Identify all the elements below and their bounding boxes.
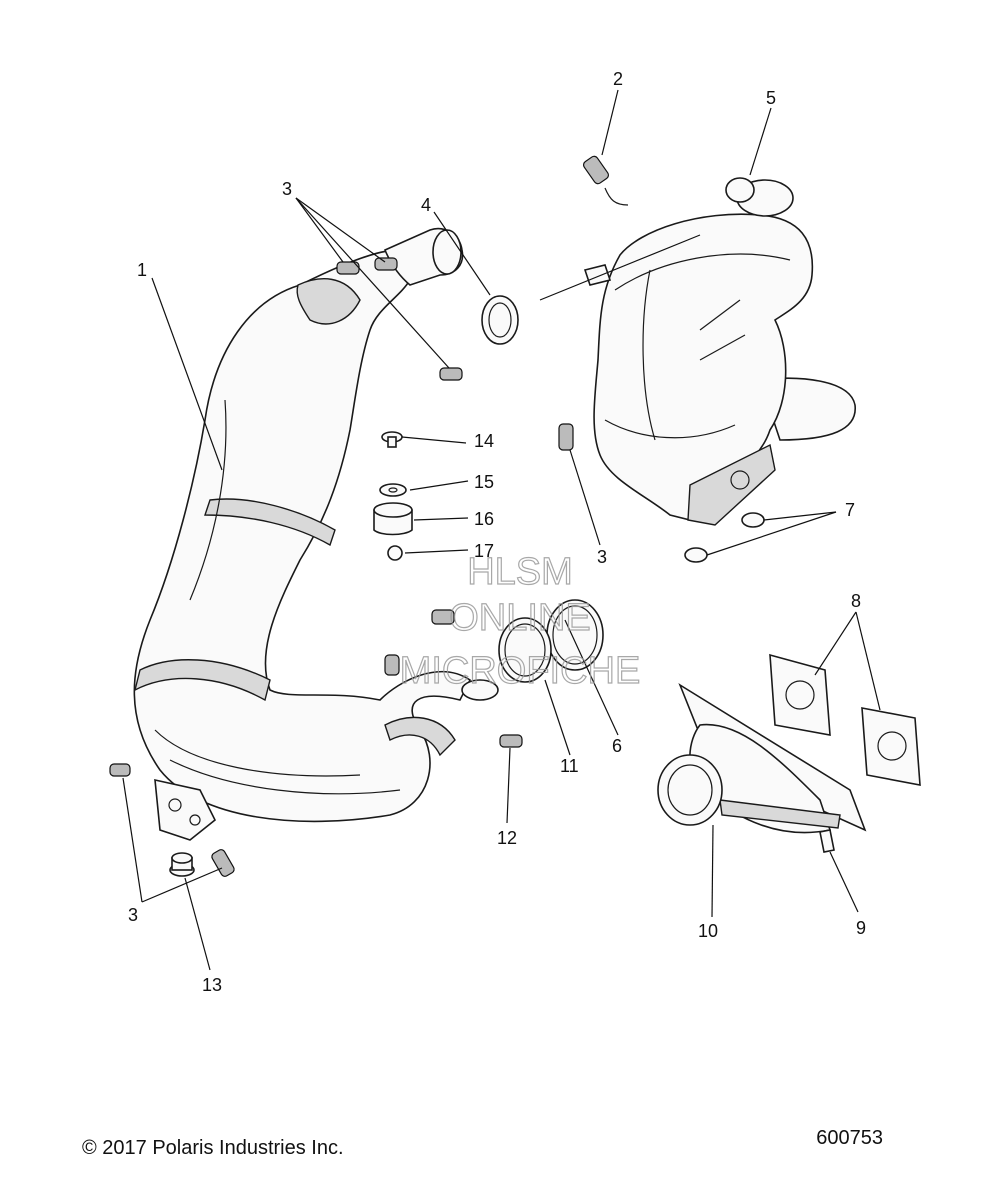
callout-5: 5 xyxy=(766,88,776,108)
callout-2: 2 xyxy=(613,69,623,89)
watermark-line-1: HLSM xyxy=(467,551,573,593)
grommets-part-7 xyxy=(684,512,765,563)
callout-3-bottom: 3 xyxy=(128,905,138,925)
watermark-line-3: MICROFICHE xyxy=(400,650,641,692)
watermark: HLSM ONLINE MICROFICHE xyxy=(399,550,641,692)
callout-9: 9 xyxy=(856,918,866,938)
muffler-part-5 xyxy=(583,177,856,526)
callout-13: 13 xyxy=(202,975,222,995)
callout-6: 6 xyxy=(612,736,622,756)
exhaust-manifold-part-10 xyxy=(657,683,867,853)
callout-1: 1 xyxy=(137,260,147,280)
callout-16: 16 xyxy=(474,509,494,529)
callout-3-mid: 3 xyxy=(597,547,607,567)
callout-14: 14 xyxy=(474,431,494,451)
fitting-part-13 xyxy=(169,852,195,877)
callout-7: 7 xyxy=(845,500,855,520)
exhaust-pipe-part-1 xyxy=(133,228,499,841)
gasket-ring-part-4 xyxy=(481,295,519,345)
callout-10: 10 xyxy=(698,921,718,941)
callout-8: 8 xyxy=(851,591,861,611)
callout-labels: 1 2 3 4 5 14 15 16 17 3 7 8 6 11 12 10 9… xyxy=(128,69,866,995)
watermark-line-2: ONLINE xyxy=(449,597,590,639)
copyright-text: © 2017 Polaris Industries Inc. xyxy=(82,1137,344,1159)
leader-lines xyxy=(122,89,881,971)
callout-4: 4 xyxy=(421,195,431,215)
callout-15: 15 xyxy=(474,472,494,492)
spring-part-2 xyxy=(582,155,629,206)
callout-12: 12 xyxy=(497,828,517,848)
figure-number: 600753 xyxy=(816,1127,883,1149)
callout-3-top: 3 xyxy=(282,179,292,199)
callout-17: 17 xyxy=(474,541,494,561)
springs-part-3 xyxy=(109,257,574,877)
mounting-hardware-parts-14-17 xyxy=(373,431,413,561)
seal-rings-parts-6-11 xyxy=(498,599,604,683)
callout-11: 11 xyxy=(560,756,579,776)
